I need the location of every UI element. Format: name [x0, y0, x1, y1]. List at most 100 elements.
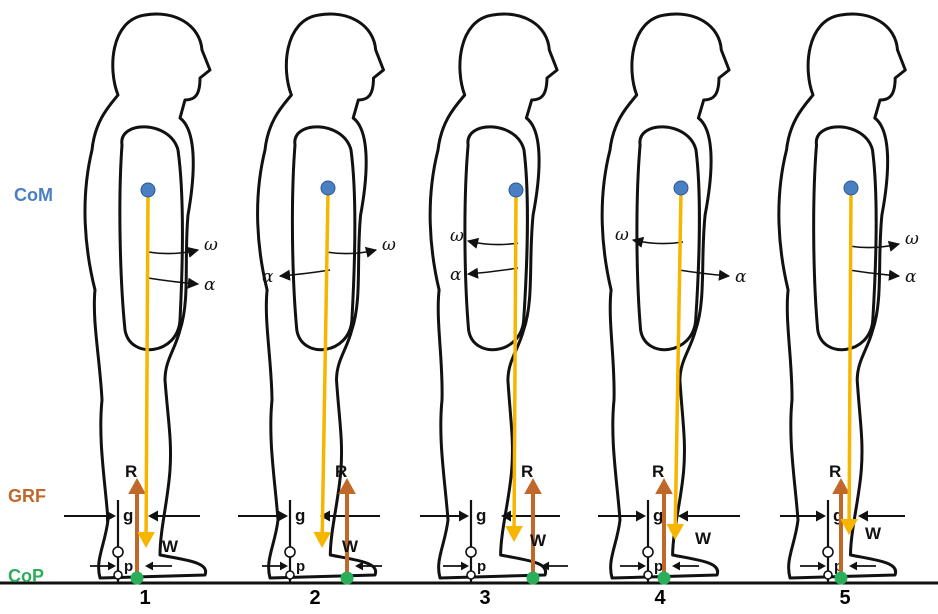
weight-arrow-2-shaft — [322, 192, 328, 532]
weight-arrow-1-head — [137, 532, 155, 548]
grf-label: GRF — [8, 487, 46, 505]
p-label-3: p — [477, 558, 486, 575]
joint-circle-2 — [285, 547, 295, 557]
p-left-arrow-2-head — [280, 562, 288, 571]
com-dot-2 — [321, 181, 335, 195]
omega-arrow-3 — [468, 241, 518, 245]
p-left-arrow-3-head — [461, 562, 469, 571]
alpha-arrow-2 — [280, 270, 330, 276]
g-left-arrow-5-head — [816, 511, 826, 522]
weight-arrow-1-shaft — [146, 192, 148, 532]
joint-circle-low-3 — [467, 571, 475, 579]
g-label-1: g — [123, 506, 133, 525]
g-left-arrow-5 — [780, 511, 826, 522]
p-left-arrow-1 — [90, 562, 116, 571]
com-dot-3 — [509, 183, 523, 197]
g-left-arrow-2-head — [278, 511, 288, 522]
alpha-label-2: α — [262, 267, 274, 287]
cop-label: CoP — [8, 567, 44, 585]
omega-arrow-4 — [633, 240, 683, 244]
omega-label-4: ω — [615, 225, 629, 245]
p-left-arrow-5 — [800, 562, 826, 571]
W-label-5: W — [865, 524, 882, 543]
p-right-arrow-2-head — [355, 562, 363, 571]
alpha-label-1: α — [204, 275, 216, 295]
figure-number-2: 2 — [300, 588, 330, 608]
joint-circle-low-4 — [644, 571, 652, 579]
p-left-arrow-1-head — [108, 562, 116, 571]
W-label-4: W — [695, 529, 712, 548]
arm-outline-3 — [465, 127, 527, 350]
omega-label-2: ω — [382, 235, 396, 255]
p-left-arrow-4 — [620, 562, 646, 571]
W-label-2: W — [342, 537, 359, 556]
joint-circle-5 — [823, 547, 833, 557]
omega-arrow-5 — [849, 244, 899, 248]
W-label-1: W — [162, 537, 179, 556]
g-left-arrow-2 — [238, 511, 288, 522]
joint-circle-4 — [643, 547, 653, 557]
figure-number-3: 3 — [470, 588, 500, 608]
p-right-arrow-4-head — [672, 562, 680, 571]
arm-outline-4 — [637, 127, 699, 350]
weight-arrow-1 — [137, 192, 155, 548]
g-right-arrow-3 — [501, 511, 560, 522]
weight-arrow-4-head — [666, 524, 684, 540]
omega-arrow-1 — [148, 250, 198, 254]
p-left-arrow-5-head — [818, 562, 826, 571]
g-right-arrow-5 — [858, 511, 905, 522]
arm-outline-1 — [120, 127, 183, 350]
p-left-arrow-2 — [262, 562, 288, 571]
omega-arrow-2 — [326, 250, 376, 254]
weight-arrow-4-shaft — [675, 192, 681, 524]
body-outline-2 — [258, 14, 384, 578]
W-label-3: W — [530, 531, 547, 550]
alpha-label-3: α — [450, 265, 462, 285]
alpha-label-4: α — [735, 267, 747, 287]
g-right-arrow-1-head — [148, 511, 158, 522]
p-right-arrow-5 — [849, 562, 876, 571]
joint-circle-low-1 — [114, 571, 122, 579]
g-label-4: g — [653, 506, 663, 525]
joint-circle-low-5 — [824, 571, 832, 579]
com-dot-4 — [674, 181, 688, 195]
arm-outline-5 — [814, 127, 876, 350]
p-label-1: p — [124, 558, 133, 575]
R-label-5: R — [829, 462, 841, 481]
p-right-arrow-1 — [145, 562, 172, 571]
R-label-3: R — [521, 462, 533, 481]
weight-arrow-5-shaft — [849, 192, 851, 519]
cop-dot-2 — [341, 572, 354, 585]
p-right-arrow-4 — [672, 562, 699, 571]
com-dot-5 — [844, 181, 858, 195]
g-right-arrow-4-head — [678, 511, 688, 522]
g-right-arrow-5-head — [858, 511, 868, 522]
grf-arrow-2 — [338, 478, 356, 578]
omega-label-3: ω — [450, 226, 464, 246]
omega-label-1: ω — [204, 235, 218, 255]
figure-number-5: 5 — [830, 588, 860, 608]
g-right-arrow-2 — [320, 511, 380, 522]
com-dot-1 — [141, 183, 155, 197]
com-label: CoM — [14, 186, 53, 204]
cop-dot-1 — [131, 572, 144, 585]
g-left-arrow-3 — [420, 511, 469, 522]
figure-number-1: 1 — [130, 588, 160, 608]
weight-arrow-2-head — [313, 532, 331, 548]
cop-dot-5 — [835, 572, 848, 585]
alpha-arrow-1 — [148, 278, 198, 284]
omega-label-5: ω — [905, 229, 919, 249]
g-left-arrow-1-head — [106, 511, 116, 522]
arm-outline-2 — [292, 127, 354, 350]
p-right-arrow-5-head — [849, 562, 857, 571]
figure-5: ωαgpRW — [779, 14, 919, 584]
weight-arrow-3-shaft — [514, 192, 516, 526]
p-label-2: p — [296, 558, 305, 575]
joint-circle-1 — [113, 547, 123, 557]
alpha-arrow-3 — [468, 268, 518, 274]
